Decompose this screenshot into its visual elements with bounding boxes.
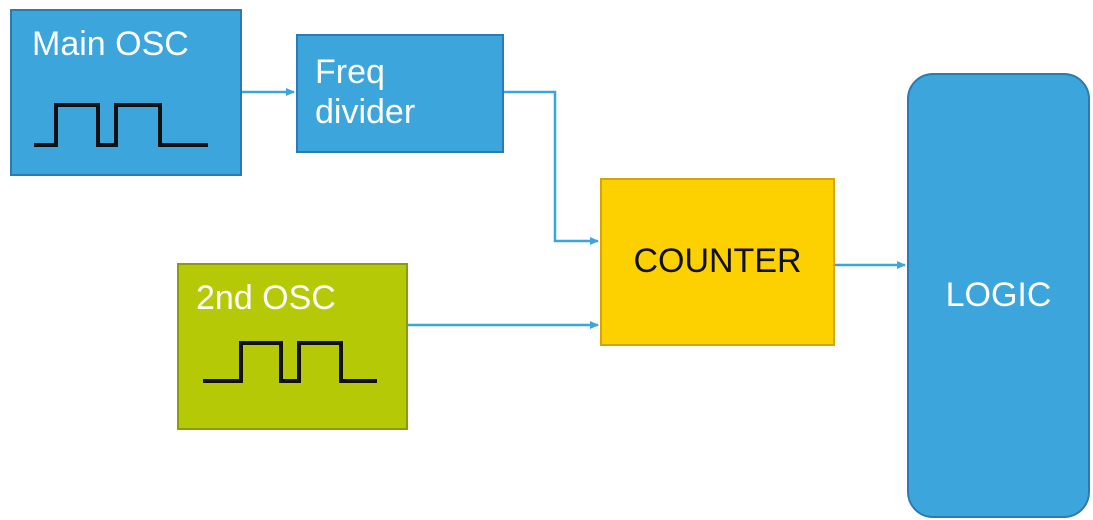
- connector-freq-divider-to-counter: [504, 90, 599, 245]
- square-wave-icon: [203, 341, 377, 383]
- main-osc-label: Main OSC: [32, 25, 189, 63]
- logic-label: LOGIC: [945, 275, 1052, 314]
- counter-block: COUNTER: [600, 178, 835, 346]
- freq-divider-label: Freq divider: [315, 53, 416, 131]
- second-osc-label: 2nd OSC: [196, 279, 336, 317]
- second-osc-block: 2nd OSC: [177, 263, 408, 430]
- logic-block: LOGIC: [907, 73, 1090, 518]
- freq-divider-block: Freq divider: [296, 34, 504, 153]
- counter-label: COUNTER: [633, 242, 802, 281]
- main-osc-block: Main OSC: [10, 9, 242, 176]
- square-wave-icon: [34, 103, 208, 147]
